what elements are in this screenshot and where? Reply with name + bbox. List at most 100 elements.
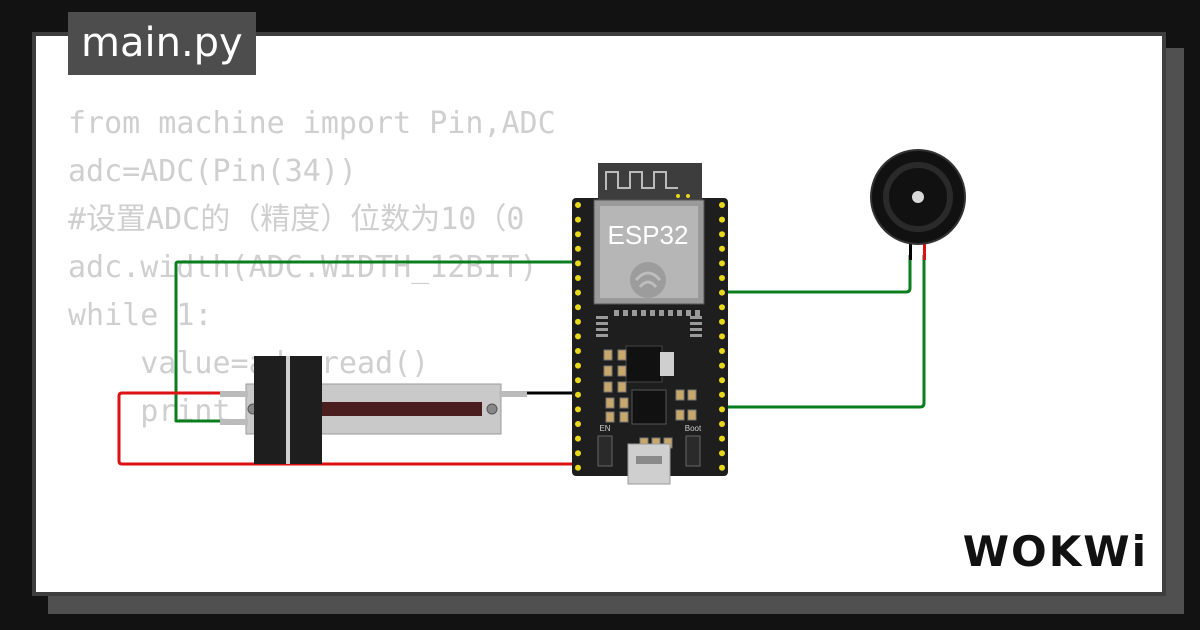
module-pad	[641, 310, 646, 316]
code-line: #设置ADC的（精度）位数为10（0	[68, 202, 525, 237]
pot-track	[300, 402, 482, 416]
buzzer-hole	[912, 191, 924, 203]
header-pin-right	[719, 406, 725, 413]
usb-uart-chip	[631, 389, 667, 425]
smd-component	[675, 389, 685, 401]
regulator-chip	[625, 345, 663, 383]
wires	[117, 255, 926, 466]
pot-lead-gnd	[499, 391, 527, 397]
module-pad	[596, 316, 608, 319]
code-line: adc.width(ADC.WIDTH_12BIT)	[68, 250, 538, 285]
smd-component	[619, 411, 629, 423]
buzzer-lead-pos	[923, 238, 926, 260]
header-pins	[575, 202, 725, 471]
en-label: EN	[599, 424, 610, 433]
file-tab[interactable]: main.py	[68, 12, 256, 75]
wire-pot-signal[interactable]	[174, 260, 580, 423]
espressif-logo-icon	[630, 262, 666, 298]
header-pin-right	[719, 245, 725, 252]
module-led	[686, 194, 690, 198]
header-pin-right	[719, 216, 725, 223]
header-pin-right	[719, 464, 725, 471]
header-pin-left	[575, 260, 581, 267]
smd-component	[687, 409, 697, 421]
smd-component	[603, 381, 613, 393]
header-pin-right	[719, 391, 725, 398]
module-pad	[668, 310, 673, 316]
header-pin-left	[575, 435, 581, 442]
pot-lead-sig	[220, 419, 248, 425]
module-pad	[596, 334, 608, 337]
header-pin-right	[719, 421, 725, 427]
header-pin-left	[575, 216, 581, 223]
wire-buzzer-gnd[interactable]	[722, 255, 912, 294]
header-pin-left	[575, 231, 581, 238]
module-pad	[596, 322, 608, 325]
pot-knob-ridge	[286, 356, 290, 464]
module-pad	[632, 310, 637, 316]
header-pin-right	[719, 348, 725, 354]
smd-components	[603, 349, 697, 449]
header-pin-left	[575, 450, 581, 457]
header-pin-right	[719, 304, 725, 311]
module-pad	[690, 322, 702, 325]
header-pin-left	[575, 333, 581, 340]
wire-pot-vcc[interactable]	[117, 391, 580, 466]
header-pin-right	[719, 377, 725, 384]
slide-potentiometer[interactable]	[220, 356, 527, 464]
smd-component	[605, 411, 615, 423]
header-pin-left	[575, 362, 581, 369]
smd-component	[687, 389, 697, 401]
regulator-tab	[660, 352, 674, 376]
wire-buzzer-signal[interactable]	[722, 255, 926, 409]
header-pin-left	[575, 421, 581, 427]
module-pad	[690, 334, 702, 337]
module-led	[676, 194, 680, 198]
module-pad	[623, 310, 628, 316]
file-tab-label: main.py	[81, 20, 243, 66]
code-line: while 1:	[68, 298, 213, 333]
code-line: print	[68, 394, 231, 429]
code-line: from machine import Pin,ADC	[68, 106, 556, 141]
pot-lead-vcc	[220, 391, 248, 397]
header-pin-right	[719, 289, 725, 296]
header-pin-right	[719, 450, 725, 457]
smd-component	[675, 409, 685, 421]
header-pin-left	[575, 377, 581, 384]
header-pin-right	[719, 318, 725, 325]
smd-component	[617, 365, 627, 377]
module-pad	[677, 310, 682, 316]
module-pad	[695, 310, 700, 316]
buzzer-lead-neg	[909, 238, 912, 260]
module-pad	[690, 316, 702, 319]
header-pin-right	[719, 362, 725, 369]
chip-label: ESP32	[608, 220, 689, 250]
en-button[interactable]	[597, 435, 613, 467]
module-pad	[686, 310, 691, 316]
header-pin-left	[575, 304, 581, 311]
wifi-antenna-icon	[605, 171, 678, 190]
header-pin-left	[575, 202, 581, 208]
header-pin-left	[575, 348, 581, 354]
header-pin-right	[719, 275, 725, 281]
pot-screw-right-icon	[486, 403, 498, 415]
esp32-board[interactable]: ESP32 EN Boot	[572, 163, 728, 485]
usb-port-opening	[636, 456, 662, 464]
boot-button[interactable]	[685, 435, 701, 467]
buzzer-icon[interactable]	[870, 149, 966, 260]
header-pin-left	[575, 289, 581, 296]
header-pin-left	[575, 318, 581, 325]
header-pin-left	[575, 464, 581, 471]
wokwi-logo: WOKWi	[962, 527, 1148, 576]
header-pin-left	[575, 391, 581, 398]
module-pad	[614, 310, 619, 316]
module-pad	[596, 328, 608, 331]
header-pin-right	[719, 435, 725, 442]
smd-component	[603, 349, 613, 361]
wifi-module-antenna	[598, 163, 702, 205]
header-pin-right	[719, 260, 725, 267]
module-pad	[659, 310, 664, 316]
smd-component	[619, 397, 629, 409]
